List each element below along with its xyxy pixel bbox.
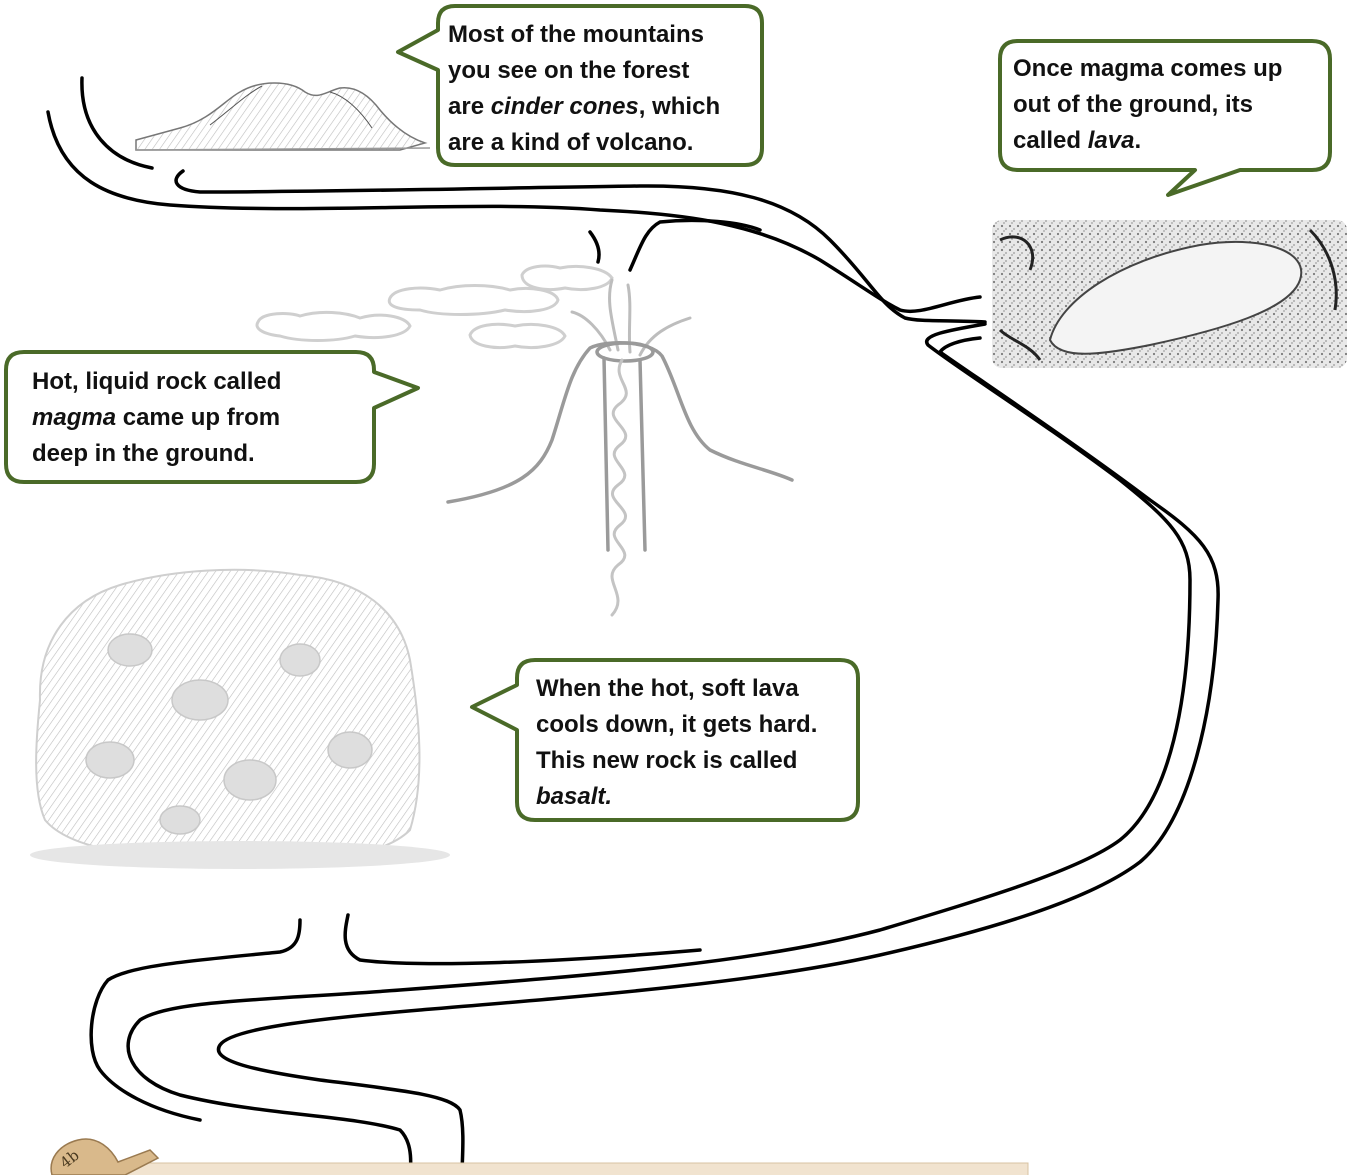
bubble-lava-text: Once magma comes up out of the ground, i…: [1013, 51, 1323, 159]
term-magma: magma: [32, 404, 116, 431]
text-run: .: [1134, 127, 1141, 154]
text-line: out of the ground, its: [1013, 87, 1323, 123]
bubble-magma-text: Hot, liquid rock called magma came up fr…: [32, 364, 367, 472]
footer-tag: [51, 1139, 1028, 1175]
bubble-cinder-cones-text: Most of the mountains you see on the for…: [448, 17, 758, 161]
steam-cloud: [389, 286, 558, 315]
lava-photo: [992, 220, 1347, 368]
text-run: came up from: [116, 404, 280, 431]
text-line: are a kind of volcano.: [448, 125, 758, 161]
term-cinder-cones: cinder cones: [491, 93, 639, 120]
steam-cloud: [257, 312, 410, 340]
text-line: basalt.: [536, 779, 856, 815]
text-line: you see on the forest: [448, 53, 758, 89]
trail-spur-left: [590, 232, 599, 262]
trail-spur-bottom-left: [91, 920, 300, 1120]
text-run: called: [1013, 127, 1088, 154]
term-lava: lava: [1088, 127, 1135, 154]
text-line: magma came up from: [32, 400, 367, 436]
trail-spur-bottom-right: [345, 915, 700, 964]
trail-edge-top-inner: [82, 78, 152, 168]
term-basalt: basalt.: [536, 783, 612, 810]
text-line: This new rock is called: [536, 743, 856, 779]
text-line: cools down, it gets hard.: [536, 707, 856, 743]
text-line: Once magma comes up: [1013, 51, 1323, 87]
text-run: are: [448, 93, 491, 120]
text-line: When the hot, soft lava: [536, 671, 856, 707]
text-line: called lava.: [1013, 123, 1323, 159]
text-line: are cinder cones, which: [448, 89, 758, 125]
text-run: , which: [639, 93, 720, 120]
magma-conduit: [612, 360, 626, 615]
text-line: deep in the ground.: [32, 436, 367, 472]
basalt-rock-illustration: [30, 570, 450, 869]
steam-cloud: [470, 324, 565, 347]
cinder-cone-illustration: [136, 83, 430, 150]
text-line: Most of the mountains: [448, 17, 758, 53]
steam-cloud: [522, 266, 612, 289]
text-line: Hot, liquid rock called: [32, 364, 367, 400]
bubble-basalt-text: When the hot, soft lava cools down, it g…: [536, 671, 856, 815]
trail-edge-top-inner-2: [176, 171, 985, 322]
